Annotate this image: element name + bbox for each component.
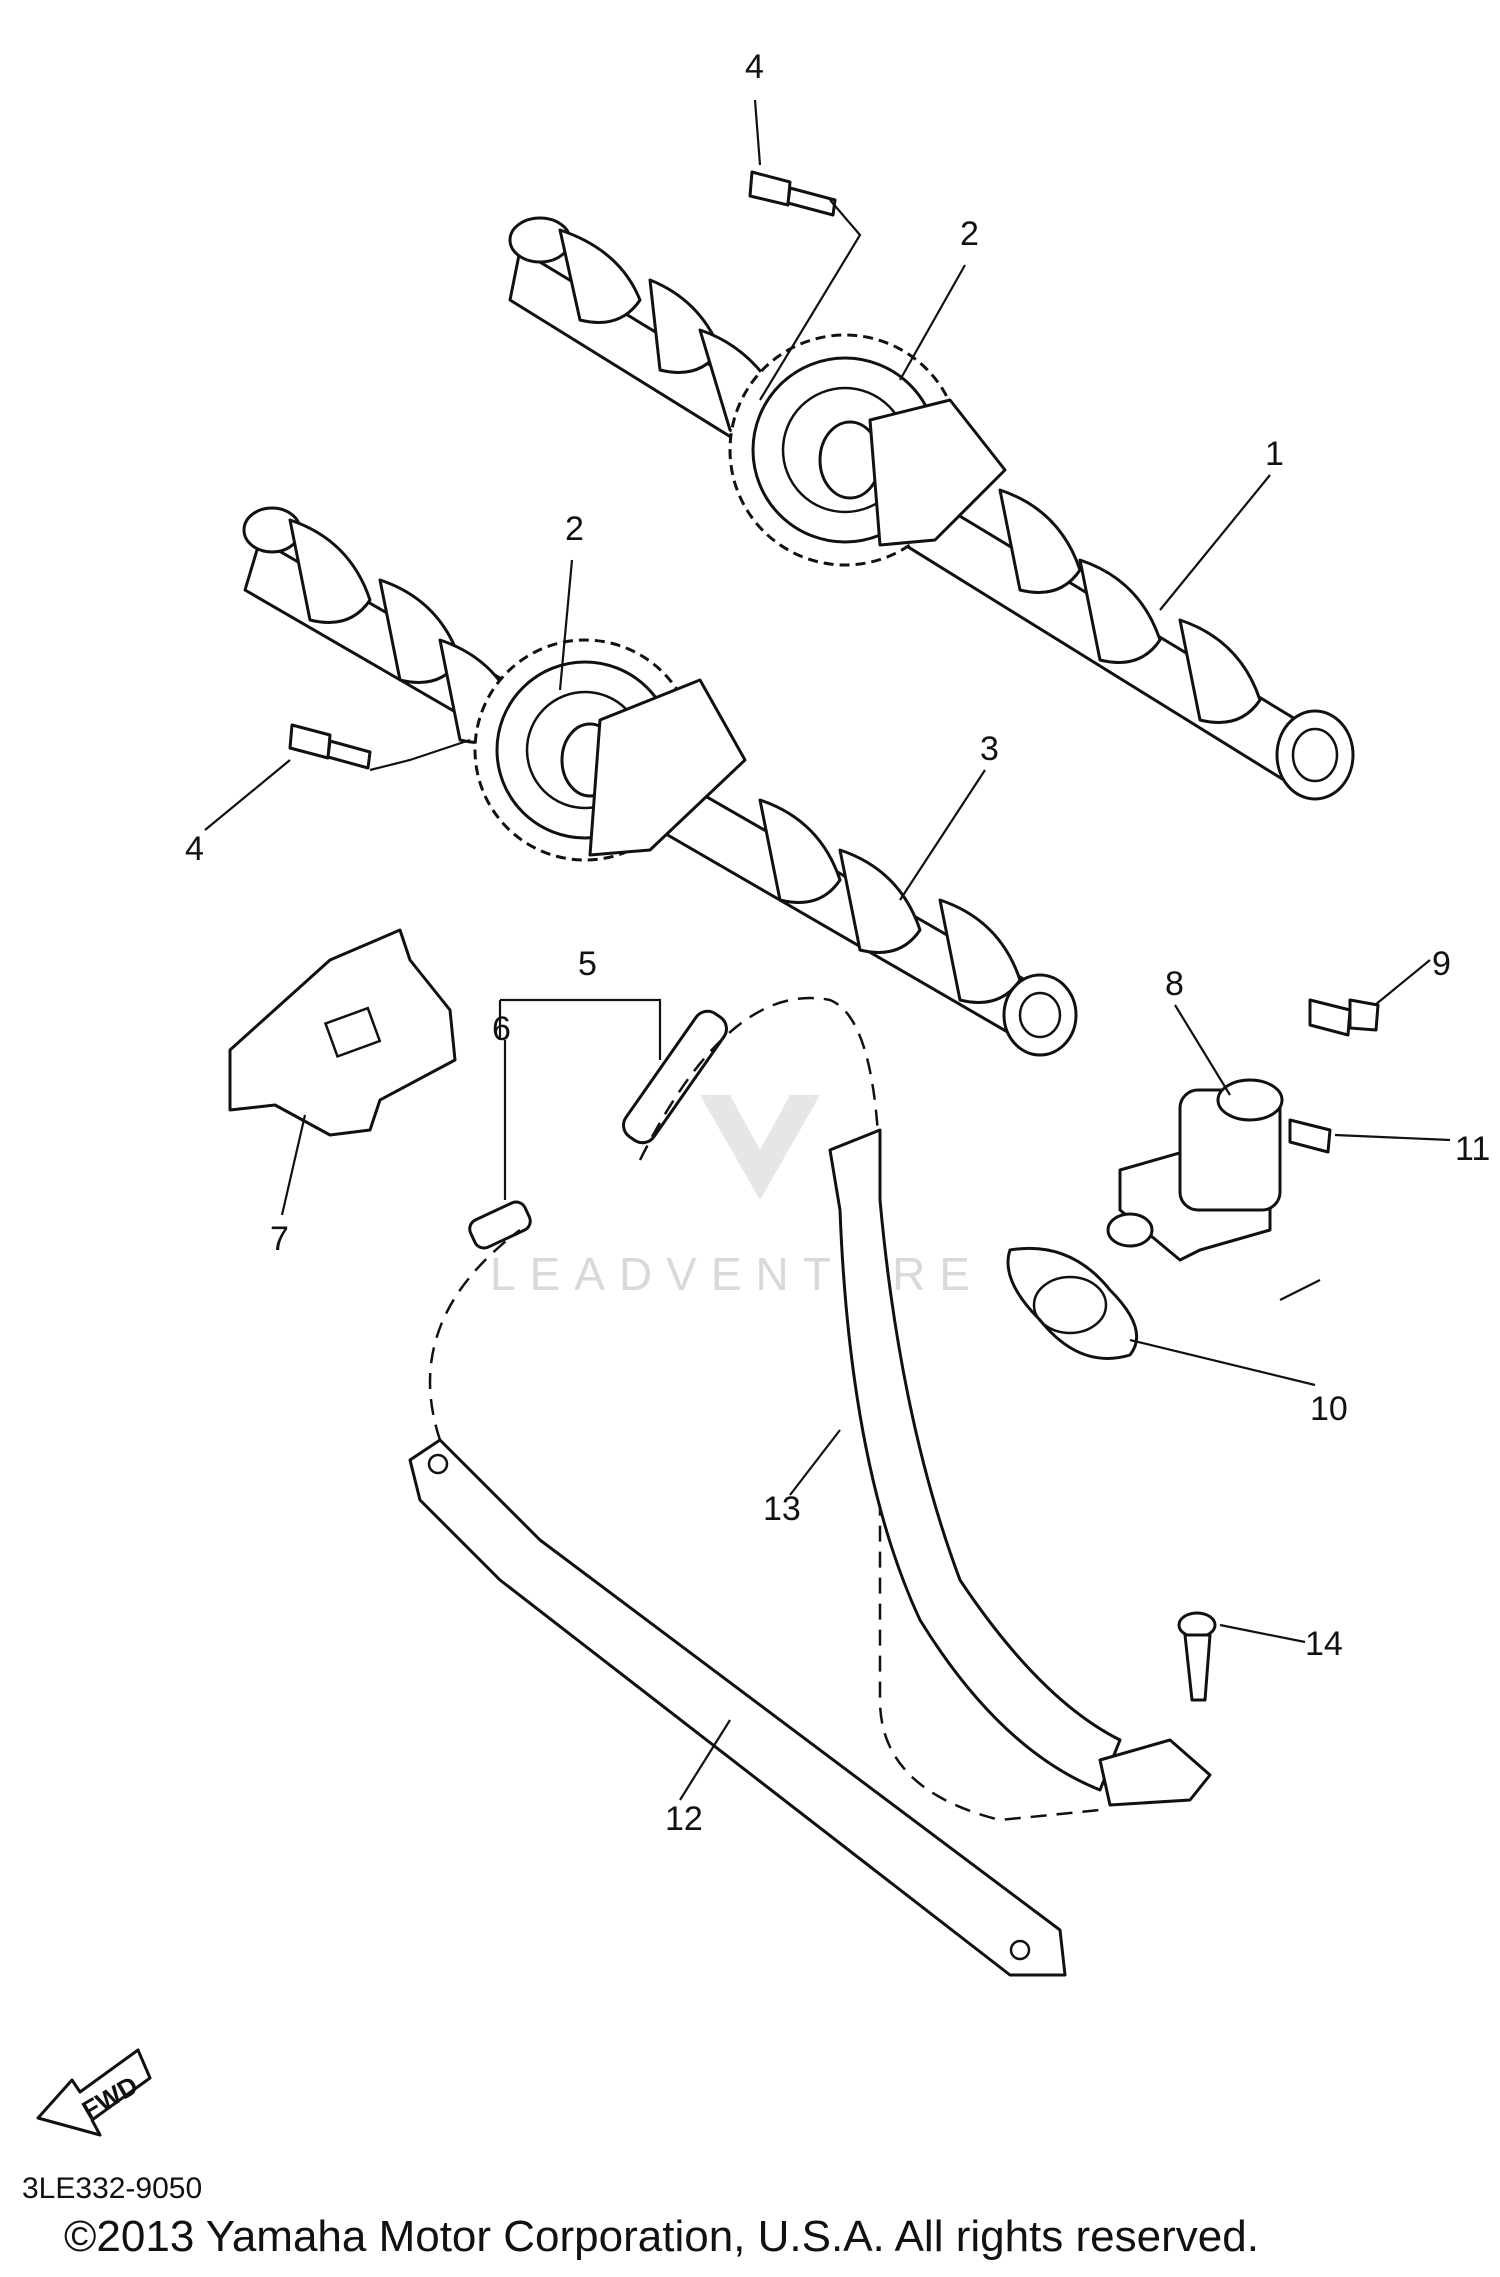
tensioner-bolt-9 <box>1308 998 1380 1037</box>
cam-sprocket-lower <box>473 638 747 862</box>
callout-2-lower: 2 <box>565 510 584 548</box>
cam-chain-loop <box>428 996 1101 1822</box>
diagram-code: 3LE332-9050 <box>22 2172 203 2205</box>
bolt-14 <box>1177 1611 1217 1702</box>
callout-12: 12 <box>665 1800 703 1838</box>
bolt-upper <box>748 170 837 217</box>
callout-10: 10 <box>1310 1390 1348 1428</box>
chain-tensioner <box>1106 1078 1284 1262</box>
callout-3: 3 <box>980 730 999 768</box>
callout-8: 8 <box>1165 965 1184 1003</box>
fwd-arrow-icon: FWD <box>36 2048 152 2137</box>
copyright-notice: ©2013 Yamaha Motor Corporation, U.S.A. A… <box>64 2212 1259 2261</box>
cam-chain-link <box>468 1200 532 1250</box>
cam-sprocket-upper <box>728 333 1007 567</box>
callout-6: 6 <box>492 1010 511 1048</box>
callout-11: 11 <box>1455 1130 1490 1168</box>
cam-chain-piece <box>622 1009 728 1145</box>
callout-2-upper: 2 <box>960 215 979 253</box>
watermark: LEADVENTURE <box>490 1095 984 1300</box>
leader-lines <box>204 99 1451 1801</box>
callout-7: 7 <box>270 1220 289 1258</box>
chain-guide-curved <box>828 1128 1212 1807</box>
callout-13: 13 <box>763 1490 801 1528</box>
callout-4-upper: 4 <box>745 48 764 86</box>
chain-guide-top <box>228 928 457 1137</box>
callout-1: 1 <box>1265 435 1284 473</box>
bolt-lower <box>288 723 372 770</box>
tensioner-bolt-11 <box>1288 1118 1332 1154</box>
tensioner-gasket <box>1006 1246 1139 1360</box>
callout-4-lower: 4 <box>185 830 204 868</box>
callouts: 1 2 2 3 4 4 5 6 7 8 9 10 11 12 13 14 <box>185 48 1490 1838</box>
chain-guide-long <box>408 1438 1067 1977</box>
watermark-text: LEADVENTURE <box>490 1248 984 1300</box>
callout-5: 5 <box>578 945 597 983</box>
callout-14: 14 <box>1305 1625 1343 1663</box>
callout-9: 9 <box>1432 945 1451 983</box>
